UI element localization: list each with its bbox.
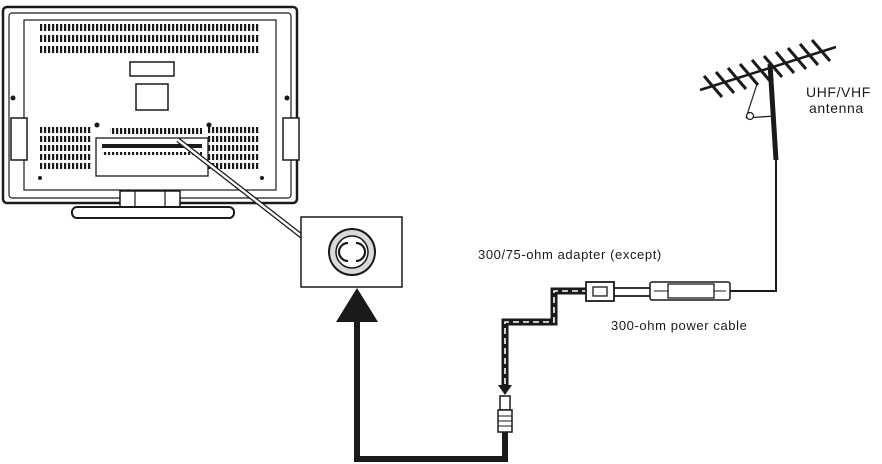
adapter-label: 300/75-ohm adapter (except) [478, 247, 662, 262]
adapter-icon [585, 281, 650, 302]
coax-cable [498, 287, 588, 395]
antenna-jack-icon [328, 228, 376, 276]
uhf-vhf-antenna-icon [699, 39, 837, 161]
f-connector [497, 395, 513, 433]
cable-label: 300-ohm power cable [611, 318, 748, 333]
callout-line [176, 138, 306, 240]
twin-lead-cable-icon [649, 160, 777, 301]
antenna-label-line-2: antenna [809, 100, 864, 116]
tv-back-icon [1, 5, 300, 219]
antenna-label-line-1: UHF/VHF [806, 84, 871, 100]
arrow-up-icon [336, 288, 508, 462]
antenna-jack-panel [300, 216, 403, 288]
